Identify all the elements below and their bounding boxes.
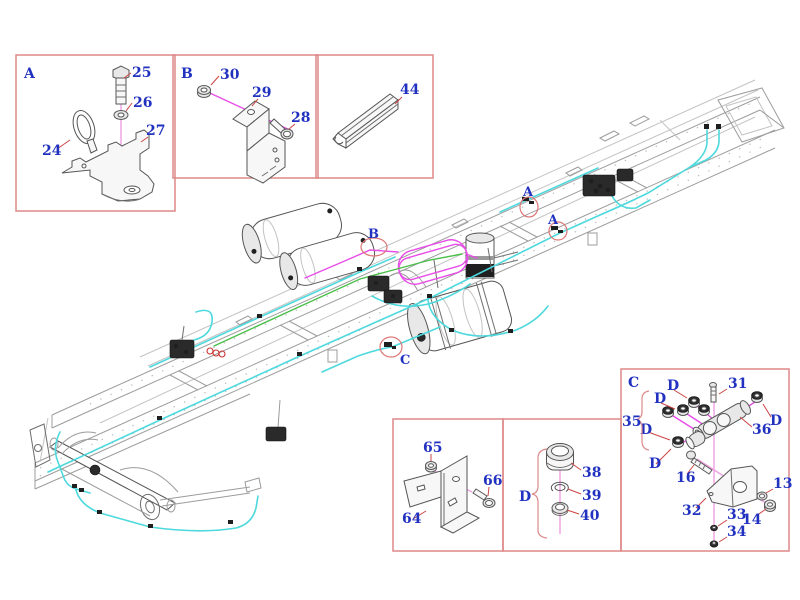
part-24-clip [72,110,98,154]
part-25-bolt [112,65,130,105]
main-callout-c: C [400,353,410,368]
main-callouts: A A B C [360,185,568,368]
part-40-nut [551,502,569,516]
part-31-bolt [709,382,717,403]
chassis-drawing [34,79,785,490]
callout-16: 16 [676,470,695,486]
part-66-bolt [472,488,496,508]
callout-30: 30 [220,67,240,83]
callout-d5: D [770,413,782,429]
part-28-bolt [269,118,294,140]
callout-d3: D [640,422,652,438]
callout-36: 36 [752,422,771,438]
callout-31: 31 [728,376,747,392]
inset-b-letter: B [181,66,193,82]
inset-d: D 38 39 40 [502,418,622,552]
callout-29: 29 [252,85,271,101]
callout-24: 24 [42,143,62,159]
part-32-bracket [706,465,758,508]
inset-b-border [172,54,319,179]
part-38-fitting [546,443,574,471]
callout-40: 40 [580,508,600,524]
callout-25: 25 [132,65,151,81]
callout-28: 28 [291,110,310,126]
part-13-washer [756,491,768,501]
green-air-line [206,253,463,358]
callout-14: 14 [742,512,762,528]
part-64-bracket [403,455,481,534]
inset-c: C 31 [620,368,792,552]
callout-38: 38 [582,465,601,481]
d-fittings [662,391,763,448]
inset-rail-border [315,54,434,179]
main-callout-b: B [368,227,379,242]
part-44-rail [332,93,399,149]
part-34-nut [709,540,719,548]
valve-clusters [72,124,721,528]
air-tank-2 [279,232,376,291]
callout-44: 44 [400,82,420,98]
callout-26: 26 [133,95,152,111]
part-16-bolt [686,450,713,475]
inset-a-border [15,54,176,212]
part-65-nut [425,461,437,473]
inset-d-letter: D [519,489,531,505]
front-axle [29,423,262,521]
callout-33: 33 [727,507,746,523]
magenta-air-line [304,239,478,285]
callout-35: 35 [622,414,641,430]
main-callout-a2: A [547,213,559,228]
callout-32: 32 [682,503,701,519]
main-callout-a1: A [522,185,534,200]
callout-64: 64 [402,511,422,527]
callout-27: 27 [146,123,165,139]
inset-bracket: 65 64 66 [392,418,504,552]
inset-a-letter: A [23,66,36,82]
part-14-nut [764,499,776,512]
part-29-bracket [232,100,286,184]
inset-c-letter: C [628,375,639,391]
callout-13: 13 [773,476,792,492]
callout-34: 34 [727,524,747,540]
part-36-manifold [685,400,751,450]
inset-rail: 44 [315,54,434,179]
callout-d1: D [667,378,679,394]
inset-b: B 30 29 28 [172,54,319,184]
callout-39: 39 [582,488,601,504]
inset-c-border [620,368,790,552]
reservoir-tank [407,280,513,355]
callout-66: 66 [483,473,502,489]
callout-d2: D [654,391,666,407]
callout-65: 65 [423,440,442,456]
part-27-bracket [61,129,155,202]
callout-d4: D [649,456,661,472]
inset-a: A 25 26 24 27 [15,54,176,212]
part-26-washer [113,110,129,120]
part-33-washer [710,524,718,532]
part-30-nut [197,85,211,98]
